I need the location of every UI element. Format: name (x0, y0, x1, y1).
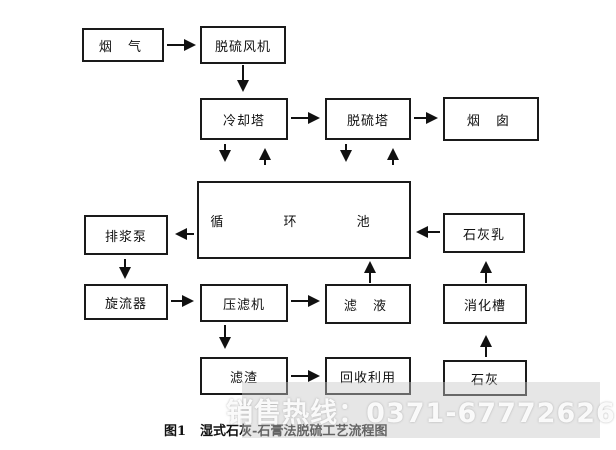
node-desulfurization-fan: 脱硫风机 (200, 26, 286, 64)
node-filter-residue: 滤渣 (200, 357, 288, 395)
node-filtrate: 滤 液 (325, 284, 411, 324)
node-hydrocyclone: 旋流器 (84, 284, 168, 320)
node-cooling-tower: 冷却塔 (200, 98, 288, 140)
node-flue-gas: 烟 气 (82, 28, 164, 62)
node-lime: 石灰 (443, 360, 527, 396)
node-circulation-tank: 循 环 池 (197, 181, 411, 259)
node-recycling: 回收利用 (325, 357, 411, 395)
sales-hotline-watermark: 销售热线：0371-67772626 (226, 382, 615, 438)
node-lime-milk: 石灰乳 (443, 213, 525, 253)
figure-number: 图1 (164, 424, 187, 439)
node-desulfurization-tower: 脱硫塔 (325, 98, 411, 140)
node-filter-press: 压滤机 (200, 284, 288, 322)
node-chimney: 烟 囱 (443, 97, 539, 141)
node-slurry-pump: 排浆泵 (84, 215, 168, 255)
figure-title: 湿式石灰-石膏法脱硫工艺流程图 (200, 424, 388, 439)
node-slaking-tank: 消化槽 (443, 284, 527, 324)
flow-arrows (119, 39, 492, 382)
figure-caption: 图1 湿式石灰-石膏法脱硫工艺流程图 (164, 420, 387, 439)
